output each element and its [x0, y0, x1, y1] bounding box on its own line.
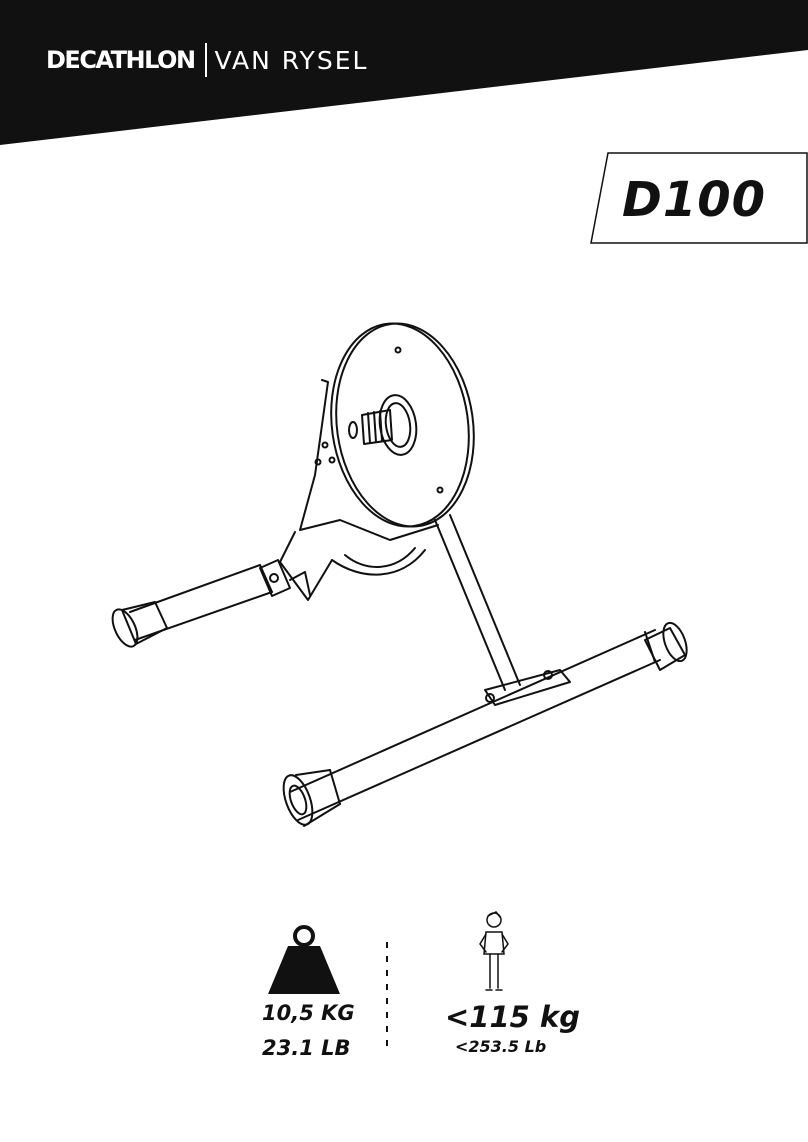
weight-lb: 23.1 LB: [262, 1035, 351, 1061]
model-name: D100: [622, 168, 772, 232]
header-banner: [0, 0, 808, 160]
brand-separator: [205, 43, 207, 77]
max-user-kg: <115 kg: [445, 1000, 580, 1034]
rear-bracket: [260, 560, 310, 596]
weight-kg: 10,5 KG: [262, 1000, 355, 1026]
flywheel-disk: [318, 315, 486, 536]
front-bar: [290, 630, 660, 820]
max-user-lb: <253.5 Lb: [455, 1037, 546, 1057]
brand-secondary: VAN RYSEL: [215, 46, 369, 75]
spec-divider: [386, 942, 388, 1054]
brand-primary: DECATHLON: [46, 46, 195, 74]
cassette-hub: [349, 393, 420, 457]
front-right-end-cap: [645, 620, 691, 670]
user-icon: [476, 908, 512, 994]
product-illustration: [100, 310, 720, 850]
brand-logo: DECATHLON VAN RYSEL: [46, 40, 368, 80]
front-left-end-cap: [278, 770, 340, 829]
weight-icon: [262, 920, 346, 996]
